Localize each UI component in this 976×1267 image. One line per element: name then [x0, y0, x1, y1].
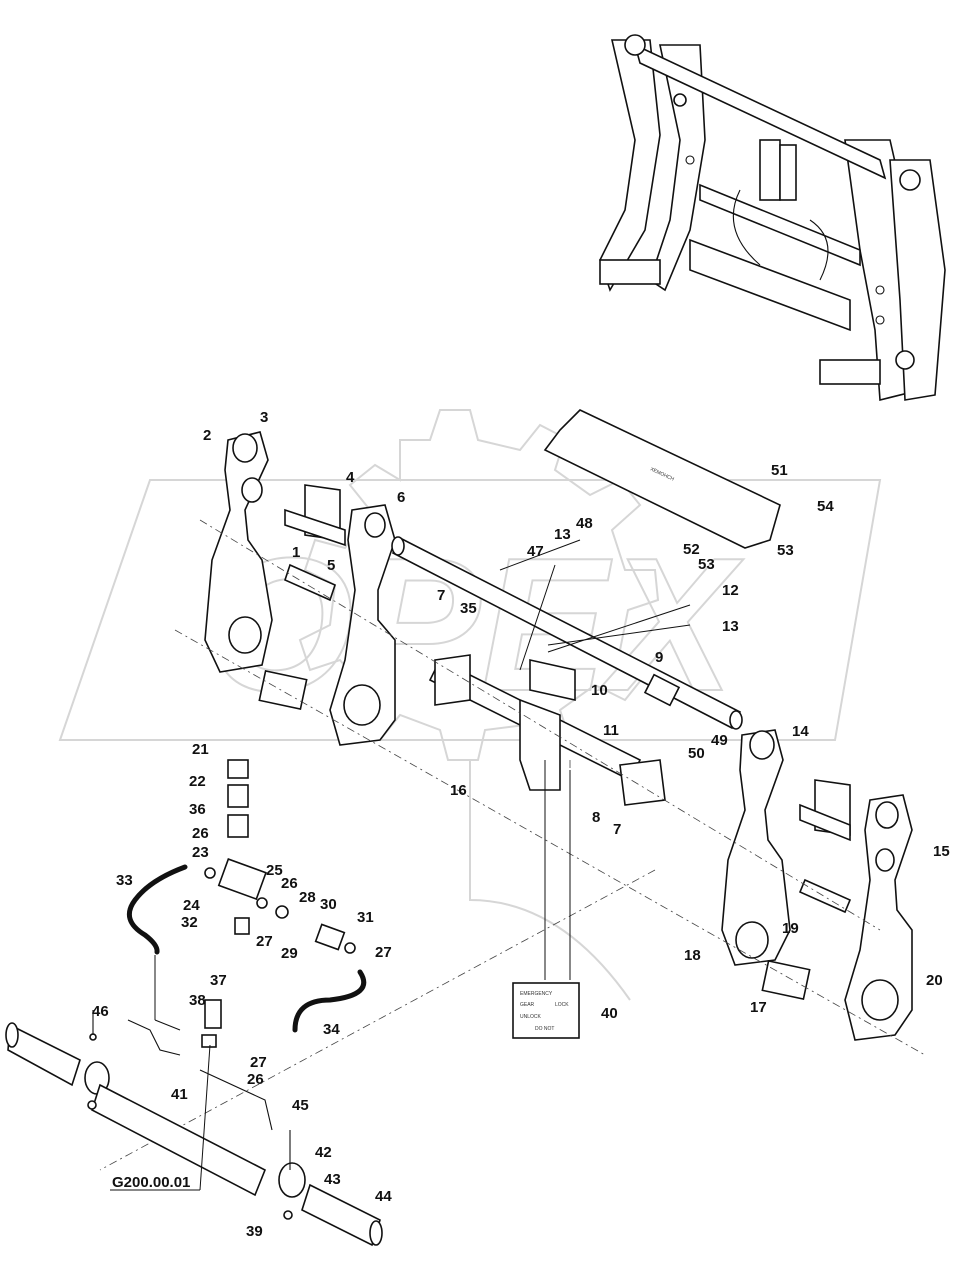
- callout-40: 40: [601, 1005, 618, 1022]
- svg-text:EMERGENCY: EMERGENCY: [520, 991, 553, 997]
- callout-10: 10: [591, 682, 608, 699]
- callout-17: 17: [750, 999, 767, 1016]
- right-side-plates: [721, 729, 913, 1041]
- callout-41: 41: [171, 1086, 188, 1103]
- assembled-carrier-illustration: [599, 34, 946, 402]
- callout-29: 29: [281, 945, 298, 962]
- decal-plate: EMERGENCY GEAR LOCK UNLOCK DO NOT: [512, 982, 580, 1039]
- callout-7a: 7: [437, 587, 445, 604]
- callout-6: 6: [397, 489, 405, 506]
- callout-53a: 53: [777, 542, 794, 559]
- callout-45: 45: [292, 1097, 309, 1114]
- callout-23: 23: [192, 844, 209, 861]
- callout-48: 48: [576, 515, 593, 532]
- callout-1: 1: [292, 544, 300, 561]
- left-side-plates: [204, 431, 396, 746]
- svg-text:LOCK: LOCK: [555, 1002, 569, 1008]
- callout-24: 24: [183, 897, 200, 914]
- callout-54: 54: [817, 498, 834, 515]
- callout-49: 49: [711, 732, 728, 749]
- callout-50: 50: [688, 745, 705, 762]
- callout-46: 46: [92, 1003, 109, 1020]
- callout-labels: 1 2 3 4 5 6 7 35 47 13 48 51 54 53 52 53…: [92, 409, 950, 1240]
- callout-52: 52: [683, 541, 700, 558]
- callout-9: 9: [655, 649, 663, 666]
- hydraulic-hoses: [126, 864, 367, 1033]
- callout-44: 44: [375, 1188, 392, 1205]
- callout-37: 37: [210, 972, 227, 989]
- callout-35: 35: [460, 600, 477, 617]
- callout-34: 34: [323, 1021, 340, 1038]
- callout-42: 42: [315, 1144, 332, 1161]
- callout-19: 19: [782, 920, 799, 937]
- callout-15: 15: [933, 843, 950, 860]
- callout-13b: 13: [722, 618, 739, 635]
- leader-lines: [110, 539, 691, 1191]
- callout-4: 4: [346, 469, 355, 486]
- callout-25: 25: [266, 862, 283, 879]
- callout-32: 32: [181, 914, 198, 931]
- callout-14: 14: [792, 723, 809, 740]
- callout-18: 18: [684, 947, 701, 964]
- callout-47: 47: [527, 543, 544, 560]
- callout-26b: 26: [281, 875, 298, 892]
- callout-26c: 26: [247, 1071, 264, 1088]
- svg-text:GEAR: GEAR: [520, 1002, 535, 1008]
- callout-21: 21: [192, 741, 209, 758]
- callout-30: 30: [320, 896, 337, 913]
- callout-12: 12: [722, 582, 739, 599]
- lower-pin-assembly: [5, 999, 383, 1247]
- hydraulic-valve-block: [204, 759, 356, 954]
- callout-7b: 7: [613, 821, 621, 838]
- callout-27c: 27: [250, 1054, 267, 1071]
- svg-text:UNLOCK: UNLOCK: [520, 1014, 542, 1020]
- callout-53b: 53: [698, 556, 715, 573]
- callout-16: 16: [450, 782, 467, 799]
- callout-43: 43: [324, 1171, 341, 1188]
- callout-27b: 27: [375, 944, 392, 961]
- callout-39: 39: [246, 1223, 263, 1240]
- callout-13a: 13: [554, 526, 571, 543]
- callout-22: 22: [189, 773, 206, 790]
- cross-plate: XEMOHCH: [543, 409, 781, 549]
- callout-27a: 27: [256, 933, 273, 950]
- callout-8: 8: [592, 809, 600, 826]
- callout-11: 11: [603, 722, 619, 739]
- callout-5: 5: [327, 557, 335, 574]
- callout-26a: 26: [192, 825, 209, 842]
- assembly-reference: G200.00.01: [112, 1174, 190, 1191]
- callout-28: 28: [299, 889, 316, 906]
- callout-3: 3: [260, 409, 268, 426]
- callout-33: 33: [116, 872, 133, 889]
- callout-31: 31: [357, 909, 374, 926]
- callout-20: 20: [926, 972, 943, 989]
- callout-51: 51: [771, 462, 788, 479]
- svg-text:DO NOT: DO NOT: [535, 1026, 554, 1032]
- callout-38: 38: [189, 992, 206, 1009]
- callout-2: 2: [203, 427, 211, 444]
- callout-36: 36: [189, 801, 206, 818]
